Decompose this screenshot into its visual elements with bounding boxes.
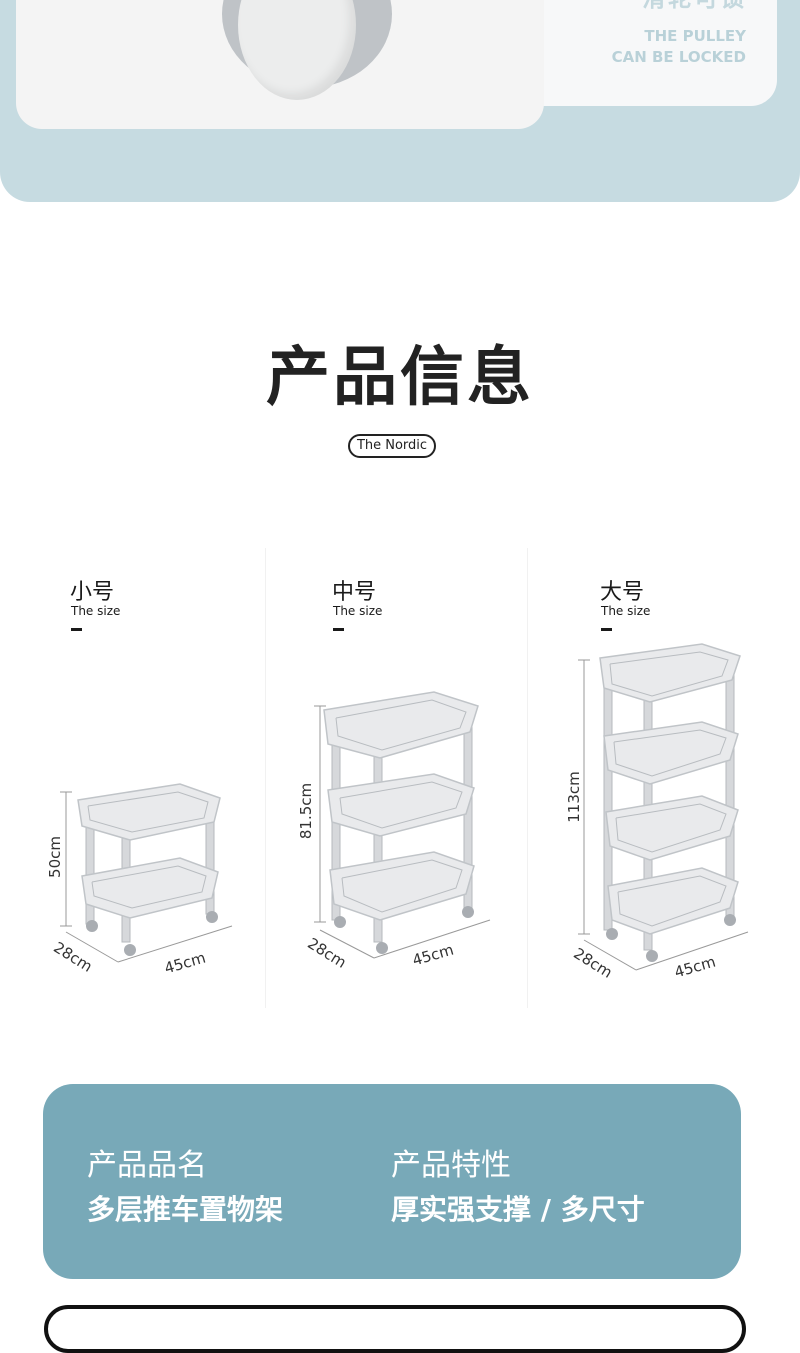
rack-illustrations [60, 643, 749, 971]
rack-medium-image [314, 691, 491, 959]
wheel-image-card [16, 0, 544, 129]
size-medium-height-label: 81.5cm [297, 782, 316, 840]
pulley-text-line2: CAN BE LOCKED [611, 48, 746, 66]
size-large-dash [601, 628, 612, 631]
size-small-height-label: 50cm [45, 836, 64, 878]
wheel-image [238, 0, 356, 100]
size-medium-dash [333, 628, 344, 631]
banner-headline: 滑轮可锁 [642, 0, 746, 13]
page-title: 产品信息 [266, 341, 534, 415]
product-feature-label: 产品特性 [391, 1148, 511, 1183]
product-feature-value: 厚实强支撑 / 多尺寸 [391, 1193, 645, 1226]
product-name-value: 多层推车置物架 [87, 1193, 284, 1226]
column-divider [265, 548, 266, 1008]
rack-small-image [60, 783, 233, 963]
subtitle-pill: The Nordic [348, 434, 436, 458]
size-large-name: 大号 [600, 580, 645, 605]
column-divider [527, 548, 528, 1008]
size-large-height-label: 113cm [564, 771, 583, 823]
size-small-sub: The size [71, 604, 121, 618]
size-large-sub: The size [601, 604, 651, 618]
size-medium-name: 中号 [332, 580, 377, 605]
next-section-frame [44, 1305, 746, 1353]
size-small-name: 小号 [70, 580, 115, 605]
rack-large-image [578, 643, 749, 971]
size-small-dash [71, 628, 82, 631]
size-medium-sub: The size [333, 604, 383, 618]
pulley-text-line1: THE PULLEY [644, 27, 746, 45]
product-info-card: 产品品名 多层推车置物架 产品特性 厚实强支撑 / 多尺寸 [43, 1084, 741, 1279]
product-name-label: 产品品名 [87, 1148, 207, 1183]
